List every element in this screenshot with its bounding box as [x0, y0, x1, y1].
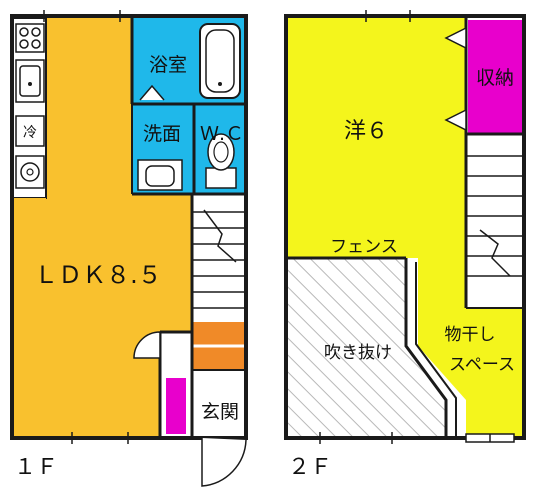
closet-door-icon [444, 26, 467, 132]
stairs-second [466, 136, 522, 306]
washer-icon [15, 155, 45, 189]
drying-space-label-1: 物干し [445, 325, 496, 345]
second-floor-label: ２Ｆ [288, 455, 332, 480]
fence-label: フェンス [330, 237, 398, 257]
entrance-label: 玄関 [201, 401, 239, 423]
ldk-room [44, 18, 192, 436]
stairs-second-treads [466, 155, 522, 277]
stairs-first-treads [192, 209, 244, 309]
stove-icon [15, 23, 45, 53]
fridge-icon: 冷 [15, 115, 45, 147]
first-floor: 冷 [10, 10, 248, 487]
bath-door-icon [139, 84, 165, 101]
ldk-label: ＬＤＫ８.５ [34, 261, 162, 289]
drying-space-label-2: スペース [449, 355, 515, 375]
void-label: 吹き抜け [324, 343, 392, 363]
toilet-icon [205, 133, 237, 189]
western-room-label: 洋６ [344, 119, 388, 144]
void-area [288, 258, 446, 436]
sink-icon [15, 59, 45, 103]
ldk-door-icon [133, 331, 161, 359]
first-floor-label: １Ｆ [14, 455, 58, 480]
stairs-first [192, 194, 244, 322]
closet-label: 収納 [476, 67, 514, 89]
bath-label: 浴室 [149, 54, 187, 76]
fridge-label: 冷 [23, 125, 37, 141]
bathtub-icon [199, 23, 241, 99]
wc-label: Ｗ.Ｃ [200, 123, 244, 145]
entrance [192, 370, 244, 436]
washbasin-icon [137, 159, 183, 191]
washroom-label: 洗面 [143, 123, 181, 145]
front-door-icon [201, 438, 247, 487]
closet-room [468, 20, 522, 134]
second-floor: 洋６ 収納 フェンス 吹き抜け 物干し スペース ２Ｆ [284, 10, 526, 480]
shoe-closet [166, 378, 186, 434]
ldk-left-wall [12, 198, 46, 436]
